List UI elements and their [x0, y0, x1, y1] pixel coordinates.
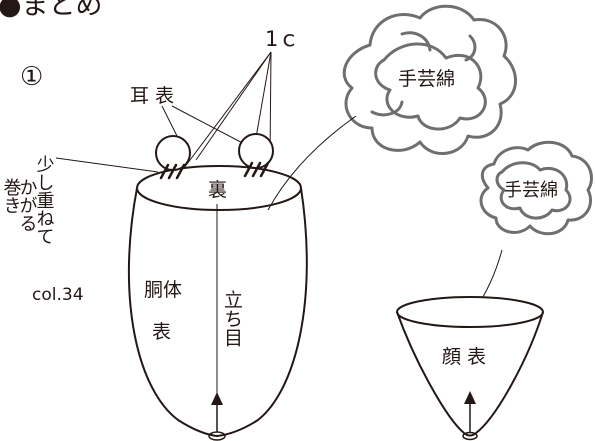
face-piece — [396, 296, 544, 437]
whip-stitch-marks — [159, 161, 270, 180]
label-standing-stitch: 立ち目 — [221, 290, 243, 347]
leader-stuffing-to-body — [267, 115, 357, 211]
label-stuffing-large: 手芸綿 — [398, 68, 455, 90]
label-ears-surface: 耳 表 — [130, 85, 174, 107]
label-body-name: 胴体 — [144, 279, 182, 301]
face-arrow-head — [464, 391, 476, 404]
stuffing-cloud-large — [342, 4, 517, 155]
label-1c: 1ｃ — [265, 27, 299, 51]
stuffing-cloud-small — [479, 140, 593, 236]
color-code: col.34 — [32, 285, 84, 305]
label-face-surface: 顔 表 — [442, 346, 486, 368]
label-body-surface: 表 — [152, 321, 171, 343]
face-bottom-ring — [462, 431, 478, 441]
wrap-note-col3: かがる — [17, 178, 38, 232]
label-body-back: 裏 — [208, 179, 227, 201]
label-stuffing-small: 手芸綿 — [504, 180, 558, 201]
step-number: ① — [20, 62, 43, 92]
leader-wrap-note — [55, 157, 159, 173]
section-title: ●まとめ — [0, 0, 103, 21]
wrap-note-col1: 巻き — [1, 178, 22, 214]
standing-stitch-arrow — [211, 392, 223, 405]
wrap-note-col2: 少し重ねて — [34, 155, 55, 245]
